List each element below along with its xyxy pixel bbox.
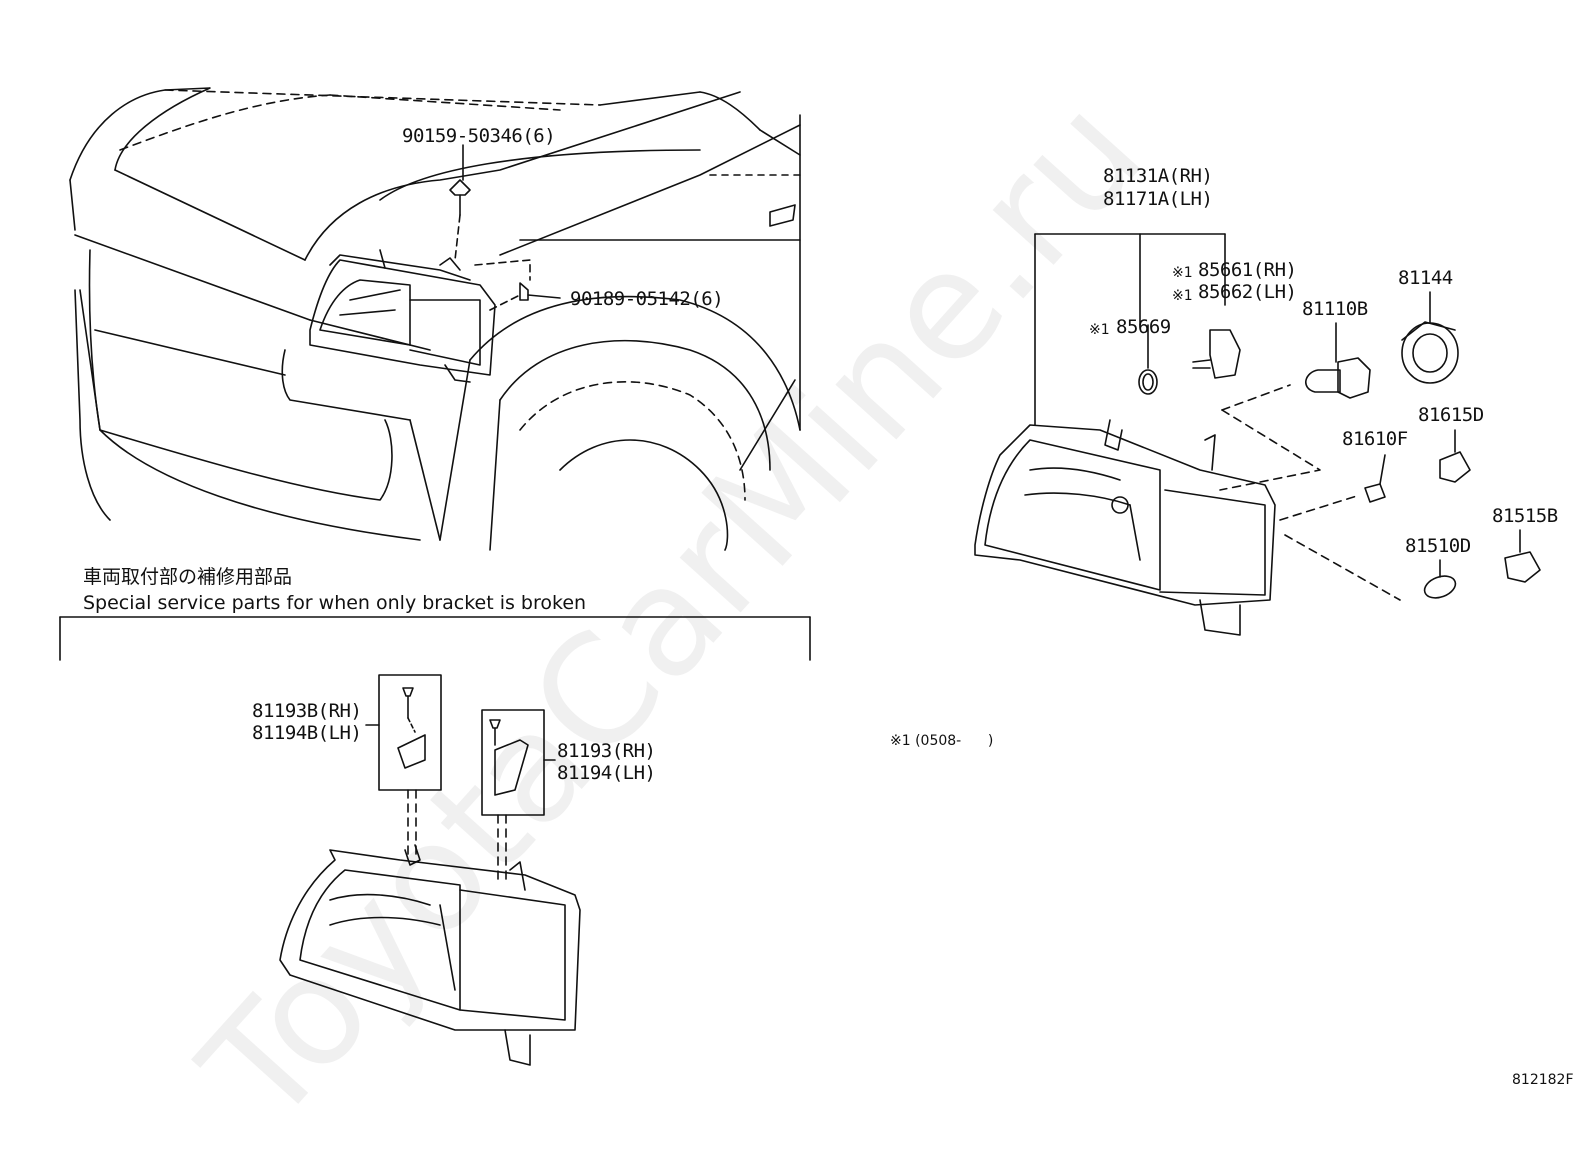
part-label-81610F: 81610F	[1342, 428, 1408, 450]
part-label-81193B-RH: 81193B(RH)	[252, 700, 362, 722]
part-label-81144: 81144	[1398, 267, 1453, 289]
part-label-81171A-LH: 81171A(LH)	[1103, 188, 1213, 210]
note-mark: ※1	[1089, 322, 1110, 338]
vehicle-front-illustration	[69, 87, 801, 551]
part-label-81194B-LH: 81194B(LH)	[252, 722, 362, 744]
lower-headlamp-illustration	[279, 844, 581, 1066]
parts-diagram	[59, 87, 1541, 1066]
part-label-81515B: 81515B	[1492, 505, 1558, 527]
section-title-en: Special service parts for when only brac…	[83, 592, 587, 614]
part-label-90189-05142: 90189-05142(6)	[570, 288, 724, 310]
note-mark: ※1	[1172, 265, 1193, 281]
note-mark: ※1	[1172, 288, 1193, 304]
bracket-b-illustration	[365, 674, 442, 861]
part-label-85661-RH: 85661(RH)	[1198, 259, 1297, 281]
part-label-85662-LH: 85662(LH)	[1198, 281, 1297, 303]
figure-code: 812182F	[1512, 1072, 1574, 1088]
part-label-81615D: 81615D	[1418, 404, 1484, 426]
part-label-90159-50346: 90159-50346(6)	[402, 125, 556, 147]
section-box	[59, 616, 811, 661]
part-label-85669: 85669	[1116, 316, 1171, 338]
bracket-illustration	[481, 709, 556, 886]
part-label-81110B: 81110B	[1302, 298, 1368, 320]
part-label-81193-RH: 81193(RH)	[557, 740, 656, 762]
section-title-jp: 車両取付部の補修用部品	[83, 566, 293, 588]
part-label-81194-LH: 81194(LH)	[557, 762, 656, 784]
part-label-81131A-RH: 81131A(RH)	[1103, 165, 1213, 187]
headlamp-assembly-illustration	[974, 233, 1541, 636]
production-date-note: ※1 (0508- )	[890, 733, 994, 749]
part-label-81510D: 81510D	[1405, 535, 1471, 557]
